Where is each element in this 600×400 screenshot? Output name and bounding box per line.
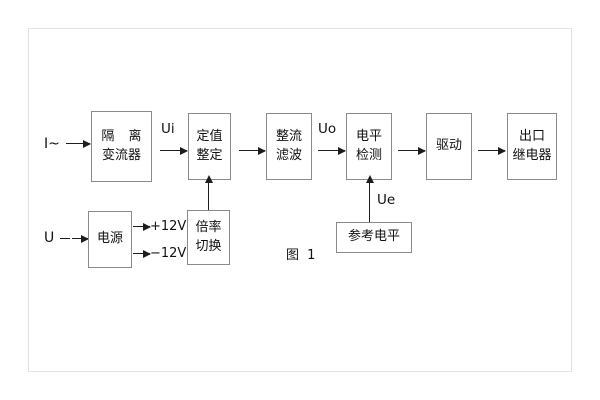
block-multiplier-switch-line-1: 倍率 bbox=[195, 219, 222, 235]
block-power-supply: 电源 bbox=[88, 211, 132, 268]
arrow-rail-positive bbox=[133, 222, 151, 231]
block-setting-value-line-1: 定值 bbox=[196, 128, 223, 144]
block-rectify-filter-line-2: 滤波 bbox=[275, 147, 302, 163]
arrow-level-to-driver bbox=[398, 146, 426, 155]
block-output-relay: 出口 继电器 bbox=[507, 113, 557, 180]
block-isolation-transformer-line-1: 隔 离 bbox=[101, 128, 147, 144]
arrow-current-to-isolation bbox=[66, 139, 91, 148]
rail-label-positive: +12V bbox=[150, 219, 187, 234]
block-setting-value-line-2: 整定 bbox=[196, 147, 223, 163]
block-level-detection-line-2: 检测 bbox=[355, 147, 382, 163]
arrow-reference-to-level bbox=[365, 175, 374, 222]
arrow-voltage-to-power-supply bbox=[72, 234, 89, 243]
block-isolation-transformer-line-2: 变流器 bbox=[101, 147, 141, 163]
block-output-relay-line-2: 继电器 bbox=[512, 147, 552, 163]
arrow-multiplier-to-setting bbox=[204, 175, 213, 210]
block-reference-level-line-1: 参考电平 bbox=[347, 229, 400, 245]
input-label-current: I~ bbox=[44, 136, 60, 152]
block-output-relay-line-1: 出口 bbox=[518, 128, 545, 144]
block-reference-level: 参考电平 bbox=[336, 222, 412, 253]
block-rectify-filter: 整流 滤波 bbox=[266, 113, 312, 180]
block-level-detection-line-1: 电平 bbox=[355, 128, 382, 144]
signal-label-uo: Uo bbox=[318, 121, 337, 137]
block-isolation-transformer: 隔 离 变流器 bbox=[91, 111, 152, 182]
arrow-rectify-to-level bbox=[318, 146, 346, 155]
block-power-supply-line-1: 电源 bbox=[96, 231, 123, 247]
block-level-detection: 电平 检测 bbox=[346, 113, 392, 180]
arrow-driver-to-relay bbox=[478, 146, 506, 155]
block-multiplier-switch-line-2: 切换 bbox=[195, 238, 222, 254]
figure-caption: 图 1 bbox=[286, 248, 318, 263]
arrow-rail-negative bbox=[133, 249, 151, 258]
block-driver-line-1: 驱动 bbox=[435, 138, 462, 154]
rail-label-negative: −12V bbox=[150, 246, 187, 261]
input-label-voltage: U bbox=[44, 230, 55, 246]
arrow-setting-to-rectify bbox=[239, 146, 266, 155]
arrow-isolation-to-setting bbox=[160, 146, 188, 155]
block-multiplier-switch: 倍率 切换 bbox=[187, 210, 230, 265]
signal-label-ue: Ue bbox=[377, 192, 396, 208]
block-rectify-filter-line-1: 整流 bbox=[275, 128, 302, 144]
lead-dash-voltage bbox=[60, 238, 70, 239]
diagram-frame bbox=[28, 28, 572, 372]
block-setting-value: 定值 整定 bbox=[188, 113, 231, 180]
block-driver: 驱动 bbox=[426, 113, 472, 180]
signal-label-ui: Ui bbox=[161, 121, 175, 137]
